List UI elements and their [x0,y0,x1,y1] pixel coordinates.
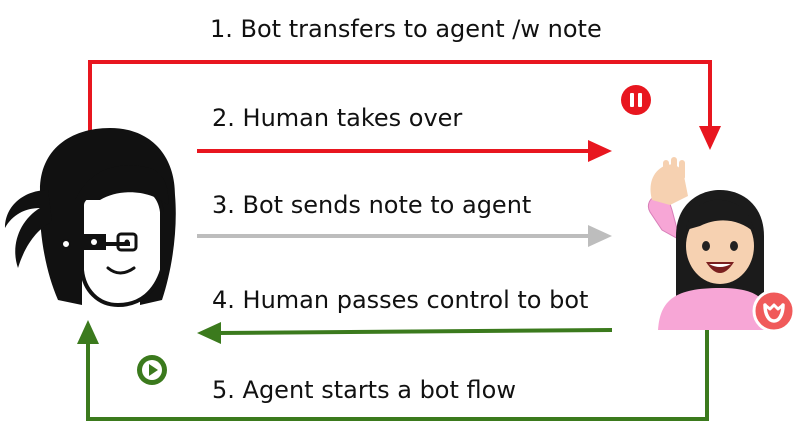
arrow-step-2 [197,140,612,162]
step-4-label: 4. Human passes control to bot [212,286,589,314]
pause-icon [621,85,651,115]
arrow-step-4 [197,322,613,344]
step-1-label: 1. Bot transfers to agent /w note [210,15,602,43]
step-2-label: 2. Human takes over [212,104,463,132]
step-5-label: 5. Agent starts a bot flow [212,376,516,404]
arrow-step-3 [197,225,612,247]
human-agent-icon [647,157,770,330]
arrow-step-1 [88,60,721,150]
bot-avatar-icon [5,128,176,308]
step-3-label: 3. Bot sends note to agent [212,191,532,219]
app-badge-icon [752,289,796,333]
play-icon [137,355,167,385]
arrow-step-5 [77,320,709,421]
